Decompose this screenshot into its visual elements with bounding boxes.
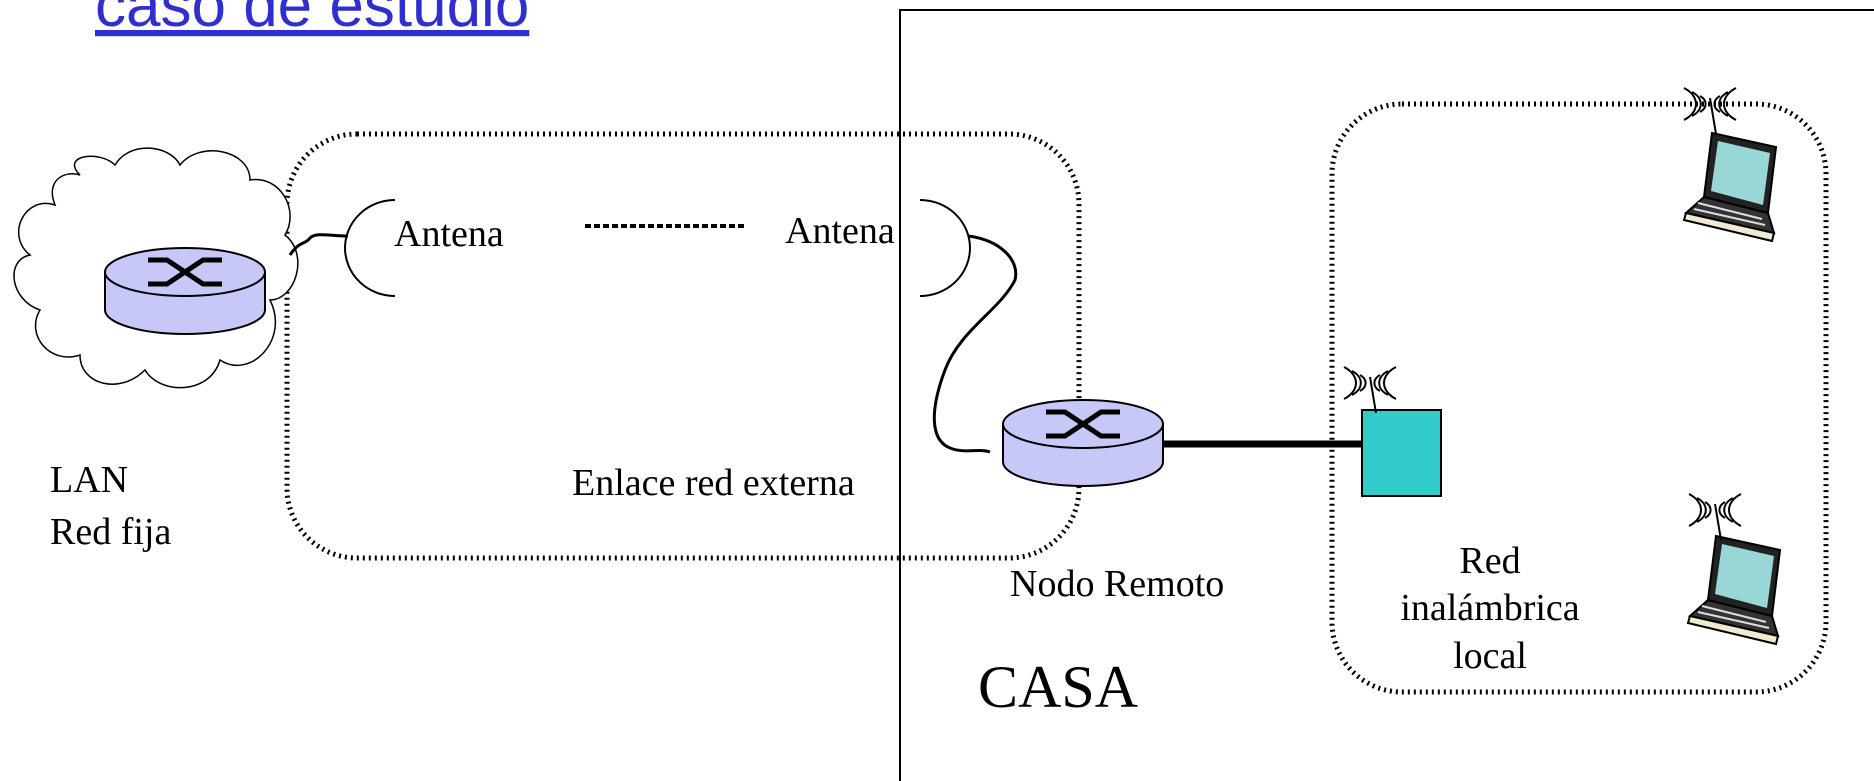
- wlan-label-line3: local: [1453, 635, 1527, 677]
- page-title[interactable]: caso de estudio: [95, 0, 529, 40]
- lan-label: LAN: [50, 459, 128, 501]
- remote-node-router-icon: [1003, 400, 1163, 486]
- wlan-label-line1: Red: [1459, 540, 1520, 582]
- antenna-left-icon: [344, 199, 396, 297]
- antenna-left-label: Antena: [394, 213, 504, 255]
- laptop-icon: [1687, 535, 1781, 645]
- access-point-icon: [1361, 409, 1442, 497]
- wlan-label-line2: inalámbrica: [1400, 587, 1579, 629]
- remote-node-label: Nodo Remoto: [1010, 563, 1224, 605]
- external-link-label: Enlace red externa: [572, 462, 855, 504]
- lan-sublabel: Red fija: [50, 511, 171, 553]
- laptop-icon: [1683, 132, 1777, 242]
- house-label: CASA: [978, 654, 1138, 720]
- lan-router-icon: [105, 248, 265, 334]
- lan-cable: [288, 233, 349, 256]
- remote-cable: [932, 234, 1018, 454]
- external-link-region: [284, 131, 1082, 561]
- antenna-right-icon: [919, 199, 971, 297]
- wireless-signal-icon: [1683, 87, 1737, 135]
- wireless-signal-icon: [1688, 493, 1742, 541]
- wireless-signal-icon: [1343, 366, 1397, 414]
- house-boundary: [899, 9, 1874, 781]
- antenna-right-label: Antena: [785, 210, 895, 252]
